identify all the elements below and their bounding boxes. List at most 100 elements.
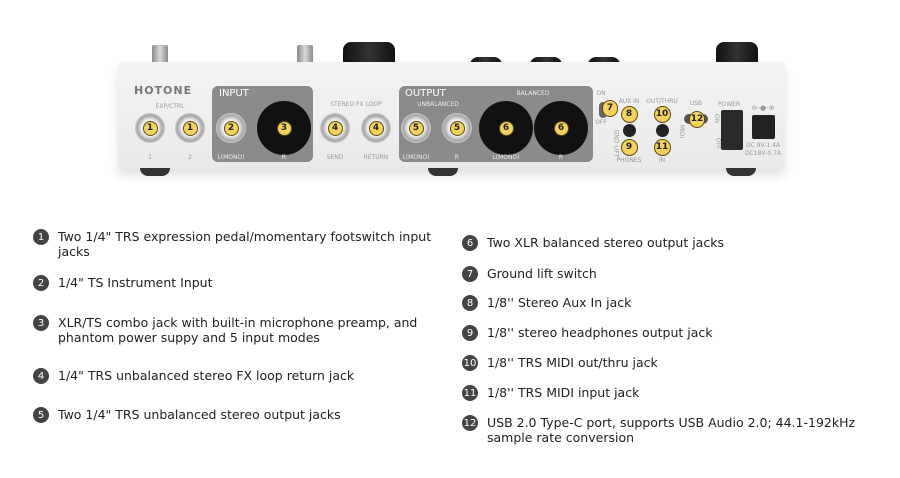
legend-number: 6 [462, 235, 478, 251]
callout-number: 7 [602, 99, 618, 117]
midi-in-label: IN [658, 157, 666, 164]
off-label: OFF [595, 119, 607, 126]
jack-label: R [454, 154, 460, 161]
xlr-jack[interactable]: 3 [257, 101, 311, 155]
callout-number: 6 [498, 120, 514, 136]
gnd-lift-label: GND LIFT [612, 129, 620, 158]
jack-label: L(MONO) [217, 154, 245, 161]
input-title: INPUT [219, 88, 249, 99]
jack[interactable]: 2 [216, 113, 246, 143]
legend-item: 2 1/4" TS Instrument Input [33, 275, 433, 291]
phones-label: PHONES [616, 157, 642, 164]
out-thru-label: OUT/THRU [646, 98, 678, 105]
callout-number: 8 [620, 105, 638, 123]
jack[interactable]: 4 [361, 113, 391, 143]
callout-number: 1 [182, 120, 198, 136]
knob [588, 57, 620, 65]
jack-label: SEND [326, 154, 344, 161]
legend-text: Two 1/4" TRS unbalanced stereo output ja… [58, 407, 341, 422]
legend-text: USB 2.0 Type-C port, supports USB Audio … [487, 415, 856, 445]
knob [470, 57, 502, 65]
legend-text: Two XLR balanced stereo output jacks [487, 235, 724, 250]
aux-in-label: AUX IN [618, 98, 640, 105]
callout-number: 9 [620, 138, 638, 156]
knob [343, 42, 395, 64]
legend-item: 7 Ground lift switch [462, 266, 872, 282]
power-on-label: ON [713, 113, 721, 124]
dc-rating-2: DC18V-0.7A [744, 150, 782, 157]
legend-text: Ground lift switch [487, 266, 597, 281]
xlr-jack[interactable]: 6 [479, 101, 533, 155]
legend-number: 2 [33, 275, 49, 291]
brand-logo: HOTONE [134, 84, 193, 97]
legend-item: 12 USB 2.0 Type-C port, supports USB Audi… [462, 415, 872, 445]
jack[interactable]: 4 [320, 113, 350, 143]
footswitch-post [152, 45, 168, 63]
jack[interactable]: 9 [620, 138, 638, 156]
callout: 12 [689, 110, 705, 128]
legend-text: 1/8'' TRS MIDI input jack [487, 385, 640, 400]
jack-unmarked [623, 124, 636, 137]
legend-text: 1/8'' Stereo Aux In jack [487, 295, 632, 310]
legend-text: 1/4" TS Instrument Input [58, 275, 213, 290]
legend-number: 11 [462, 385, 478, 401]
legend-number: 8 [462, 295, 478, 311]
legend-text: Two 1/4" TRS expression pedal/momentary … [58, 229, 432, 259]
jack[interactable]: 8 [620, 105, 638, 123]
power-switch[interactable] [721, 110, 743, 150]
callout-number: 12 [689, 110, 705, 128]
power-label: POWER [717, 101, 741, 108]
jack[interactable]: 1 [175, 113, 205, 143]
jack-label: L(MONO) [492, 154, 520, 161]
jack-label: 2 [188, 154, 192, 161]
legend-item: 8 1/8'' Stereo Aux In jack [462, 295, 872, 311]
footswitch-post [297, 45, 313, 63]
dc-polarity-icon: ⊖-●-⊕ [751, 104, 775, 112]
jack[interactable]: 5 [442, 113, 472, 143]
jack-label: R [558, 154, 564, 161]
foot [428, 168, 458, 176]
legend-item: 11 1/8'' TRS MIDI input jack [462, 385, 872, 401]
dc-power-jack[interactable] [752, 115, 775, 139]
dc-rating-1: DC 9V-1.4A [745, 142, 781, 149]
callout-number: 11 [653, 138, 671, 156]
legend-number: 10 [462, 355, 478, 371]
unbalanced-label: UNBALANCED [417, 101, 459, 108]
output-title: OUTPUT [405, 88, 446, 99]
callout-number: 4 [368, 120, 384, 136]
knob [716, 42, 758, 64]
callout-number: 6 [553, 120, 569, 136]
jack[interactable]: 1 [135, 113, 165, 143]
callout-number: 5 [449, 120, 465, 136]
callout-number: 3 [276, 120, 292, 136]
on-label: ON [596, 90, 606, 97]
jack[interactable]: 10 [653, 105, 671, 123]
jack[interactable]: 11 [653, 138, 671, 156]
knob [530, 57, 562, 65]
stereo-fx-loop-label: STEREO FX LOOP [330, 101, 382, 108]
xlr-jack[interactable]: 6 [534, 101, 588, 155]
jack-label: R [281, 154, 287, 161]
jack-label: 1 [148, 154, 152, 161]
balanced-label: BALANCED [516, 90, 550, 97]
legend-number: 7 [462, 266, 478, 282]
legend-text: 1/4" TRS unbalanced stereo FX loop retur… [58, 368, 355, 383]
callout: 7 [602, 99, 618, 117]
jack-label: RETURN [363, 154, 389, 161]
jack-label: L(MONO) [402, 154, 430, 161]
callout-number: 5 [408, 120, 424, 136]
legend-number: 12 [462, 415, 478, 431]
callout-number: 1 [142, 120, 158, 136]
legend-item: 6 Two XLR balanced stereo output jacks [462, 235, 872, 251]
jack[interactable]: 5 [401, 113, 431, 143]
callout-number: 4 [327, 120, 343, 136]
exp-ctrl-label: EXP/CTRL [155, 103, 185, 110]
midi-label: MIDI [678, 124, 686, 139]
